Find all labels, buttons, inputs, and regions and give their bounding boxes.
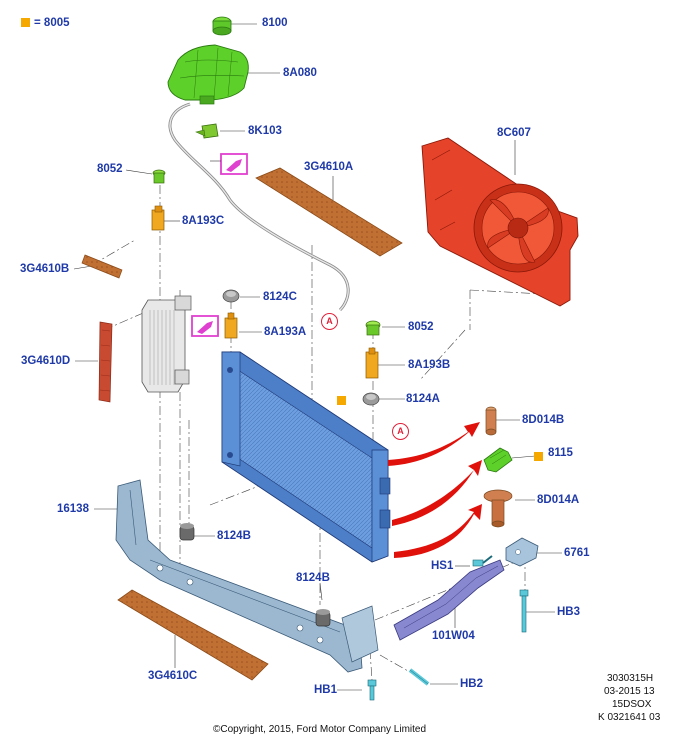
label-8K103: 8K103 bbox=[248, 125, 282, 137]
thermostat-8115 bbox=[483, 447, 513, 473]
bracket-6761 bbox=[505, 537, 539, 567]
label-8100: 8100 bbox=[262, 17, 288, 29]
meta-line-2: 03-2015 13 bbox=[604, 686, 655, 697]
bolt-HB3 bbox=[519, 589, 529, 633]
meta-line-1: 3030315H bbox=[607, 673, 654, 684]
charge-air-cooler bbox=[141, 295, 192, 393]
label-HB1: HB1 bbox=[314, 684, 338, 696]
label-8A193A: 8A193A bbox=[264, 326, 307, 338]
label-8A193C: 8A193C bbox=[182, 215, 225, 227]
label-3G4610A: 3G4610A bbox=[304, 161, 354, 173]
label-HS1: HS1 bbox=[431, 560, 454, 572]
label-8D014A: 8D014A bbox=[537, 494, 580, 506]
label-6761: 6761 bbox=[564, 547, 590, 559]
label-HB2: HB2 bbox=[460, 678, 484, 690]
legend-swatch bbox=[21, 18, 30, 27]
lower-support-bracket-16138 bbox=[115, 479, 379, 673]
expansion-tank-8A080 bbox=[167, 44, 249, 105]
rubber-mount-8124C bbox=[222, 289, 240, 303]
legend-label: = 8005 bbox=[34, 17, 70, 29]
label-3G4610C: 3G4610C bbox=[148, 670, 198, 682]
callout-a-lower: A bbox=[392, 423, 409, 440]
fan-shroud-8C607 bbox=[421, 137, 579, 307]
label-8124B-left: 8124B bbox=[217, 530, 251, 542]
sensor-8A193B bbox=[365, 347, 379, 379]
label-HB3: HB3 bbox=[557, 606, 581, 618]
bolt-HS1 bbox=[472, 555, 493, 567]
label-8052-lower: 8052 bbox=[408, 321, 434, 333]
bolt-HB2 bbox=[408, 668, 430, 686]
reservoir-cap-8100 bbox=[212, 16, 232, 36]
hose-connector-8D014B bbox=[485, 406, 497, 436]
foam-seal-3G4610D bbox=[98, 321, 113, 403]
meta-line-3: 15DSOX bbox=[612, 699, 652, 710]
sealant-marker-2 bbox=[534, 452, 543, 461]
bleed-valve-8052-upper bbox=[152, 169, 166, 184]
label-8A193B: 8A193B bbox=[408, 359, 451, 371]
label-8052-upper: 8052 bbox=[97, 163, 123, 175]
foam-seal-3G4610C bbox=[117, 589, 269, 681]
sealant-marker bbox=[337, 396, 346, 405]
meta-line-4: K 0321641 03 bbox=[598, 712, 661, 723]
label-3G4610B: 3G4610B bbox=[20, 263, 70, 275]
hose-connector-8D014A bbox=[483, 489, 513, 528]
bleed-valve-8052-lower bbox=[365, 320, 381, 336]
copyright-notice: ©Copyright, 2015, Ford Motor Company Lim… bbox=[213, 724, 427, 735]
label-8D014B: 8D014B bbox=[522, 414, 565, 426]
label-8115: 8115 bbox=[548, 447, 573, 459]
bolt-HB1 bbox=[367, 679, 377, 701]
rubber-mount-8124A bbox=[362, 392, 380, 406]
label-8C607: 8C607 bbox=[497, 127, 531, 139]
airflow-arrows bbox=[388, 422, 482, 558]
foam-seal-3G4610A bbox=[255, 167, 403, 257]
label-16138: 16138 bbox=[57, 503, 89, 515]
sensor-8A193A bbox=[224, 312, 238, 339]
special-tool-symbol-2 bbox=[191, 315, 219, 337]
leader-lines bbox=[73, 23, 562, 691]
callout-a-upper: A bbox=[321, 313, 338, 330]
label-8124C: 8124C bbox=[263, 291, 297, 303]
label-8124B-right: 8124B bbox=[296, 572, 330, 584]
hose-clip-8K103 bbox=[195, 123, 219, 139]
label-3G4610D: 3G4610D bbox=[21, 355, 71, 367]
sensor-8A193C bbox=[151, 205, 165, 231]
label-8A080: 8A080 bbox=[283, 67, 317, 79]
rubber-mount-8124B-left bbox=[179, 523, 195, 541]
label-8124A: 8124A bbox=[406, 393, 440, 405]
side-member-101W04 bbox=[393, 559, 505, 641]
foam-seal-3G4610B bbox=[81, 254, 123, 279]
label-101W04: 101W04 bbox=[432, 630, 475, 642]
special-tool-symbol bbox=[220, 153, 248, 175]
rubber-mount-8124B-right bbox=[315, 609, 331, 627]
radiator bbox=[221, 351, 391, 563]
